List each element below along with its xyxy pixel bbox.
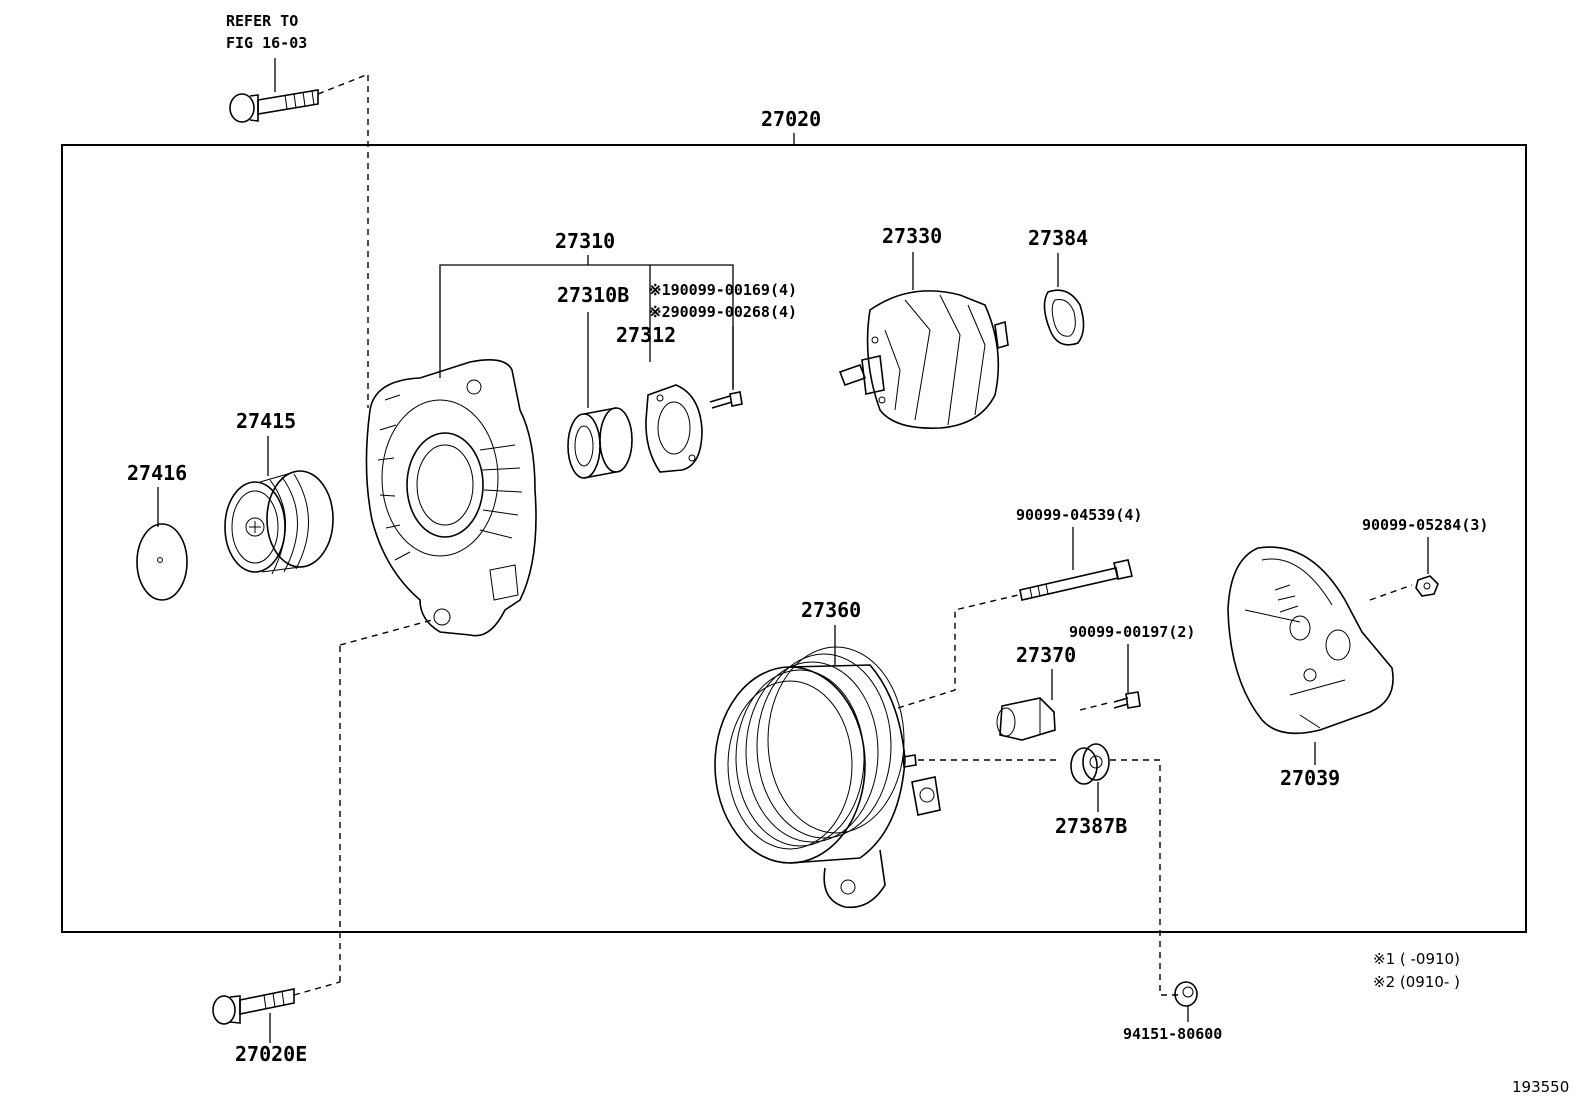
label-screw-note-2: ※290099-00268(4) xyxy=(649,303,797,321)
ring-27384 xyxy=(1043,253,1085,346)
pulley-27415 xyxy=(224,436,334,575)
label-94151-80600: 94151-80600 xyxy=(1123,1025,1222,1043)
refer-to-label: REFER TO xyxy=(226,12,298,30)
label-27416: 27416 xyxy=(127,461,187,485)
label-27370: 27370 xyxy=(1016,643,1076,667)
screw-90099-00197 xyxy=(1079,644,1141,711)
bolt-refer-fig xyxy=(229,58,369,408)
screw-27312-retainer xyxy=(709,326,743,409)
label-27387b: 27387B xyxy=(1055,814,1127,838)
label-27312: 27312 xyxy=(616,323,676,347)
insulator-27387b xyxy=(1070,743,1178,996)
note-2: ※2 (0910- ) xyxy=(1373,973,1460,991)
label-27384: 27384 xyxy=(1028,226,1088,250)
label-27039: 27039 xyxy=(1280,766,1340,790)
stator-27360 xyxy=(714,594,1058,909)
bearing-27310b xyxy=(567,312,633,479)
assembly-boundary-box xyxy=(61,144,1527,933)
note-1: ※1 ( -0910) xyxy=(1373,950,1460,968)
refer-fig-label: FIG 16-03 xyxy=(226,34,307,52)
label-90099-04539: 90099-04539(4) xyxy=(1016,506,1142,524)
label-screw-note-1: ※190099-00169(4) xyxy=(649,281,797,299)
label-27020e: 27020E xyxy=(235,1042,307,1066)
label-27360: 27360 xyxy=(801,598,861,622)
bolt-27020e xyxy=(212,619,433,1043)
rotor-27330 xyxy=(838,252,1009,429)
drive-end-frame-27310 xyxy=(365,255,734,637)
label-27415: 27415 xyxy=(236,409,296,433)
bolt-90099-04539 xyxy=(1019,527,1133,601)
label-90099-05284: 90099-05284(3) xyxy=(1362,516,1488,534)
brush-holder-27370 xyxy=(996,669,1056,741)
figure-id: 193550 xyxy=(1512,1078,1569,1096)
label-27310: 27310 xyxy=(555,229,615,253)
nut-90099-05284 xyxy=(1415,537,1439,597)
label-27330: 27330 xyxy=(882,224,942,248)
retainer-plate-27312 xyxy=(645,384,703,473)
label-27310b: 27310B xyxy=(557,283,629,307)
label-90099-00197: 90099-00197(2) xyxy=(1069,623,1195,641)
nut-94151-80600 xyxy=(1174,981,1198,1022)
assembly-label-27020: 27020 xyxy=(761,107,821,131)
cap-27416 xyxy=(136,487,188,601)
rear-cover-27039 xyxy=(1227,546,1413,765)
